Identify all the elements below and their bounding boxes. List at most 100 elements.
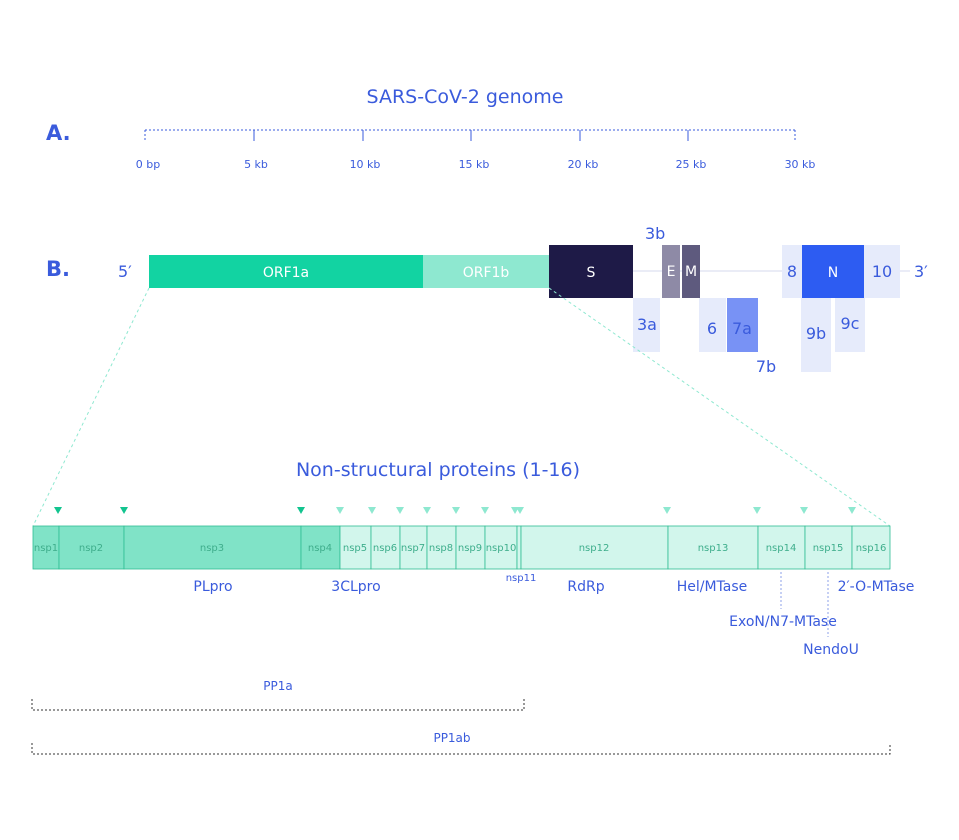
- five-prime-label: 5′: [118, 262, 132, 281]
- orf9c-block: [835, 298, 865, 352]
- cleavage-marker: [663, 507, 671, 514]
- nsp-title: Non-structural proteins (1-16): [296, 459, 580, 481]
- cleavage-marker: [516, 507, 524, 514]
- scale-tick-label: 15 kb: [459, 158, 490, 171]
- pp1a-bracket: [31, 699, 525, 711]
- cleavage-marker: [800, 507, 808, 514]
- cleavage-marker: [54, 507, 62, 514]
- m-label: M: [685, 264, 697, 280]
- scale-tick-label: 5 kb: [244, 158, 268, 171]
- nsp13-segment: [667, 525, 759, 570]
- n-label: N: [828, 265, 838, 281]
- nsp8-label: nsp8: [429, 543, 453, 554]
- orf1b-label: ORF1b: [463, 265, 510, 281]
- nsp4-label: nsp4: [308, 543, 332, 554]
- nsp3-segment: [123, 525, 302, 570]
- pp1a-label: PP1a: [263, 679, 292, 693]
- nsp2-label: nsp2: [79, 543, 103, 554]
- orf8-block: [782, 245, 802, 298]
- s-label: S: [587, 265, 596, 281]
- nsp4-segment: [300, 525, 341, 570]
- exon-n7-mtase-label: ExoN/N7-MTase: [729, 614, 837, 630]
- cleavage-marker: [120, 507, 128, 514]
- nsp16-segment: [851, 525, 891, 570]
- nsp2-segment: [58, 525, 125, 570]
- nsp12-segment: [520, 525, 669, 570]
- s-block: [549, 245, 633, 298]
- orf3b-label: 3b: [645, 224, 665, 243]
- orf1b-block: [423, 255, 549, 288]
- polyprotein-brackets: PP1a PP1ab: [31, 679, 891, 755]
- orf3a-label: 3a: [637, 315, 657, 334]
- orf10-label: 10: [872, 262, 892, 281]
- cleavage-marker: [336, 507, 344, 514]
- pp1ab-label: PP1ab: [433, 731, 470, 745]
- nendou-label: NendoU: [803, 642, 859, 658]
- scale-tick-label: 0 bp: [136, 158, 160, 171]
- rdrp-label: RdRp: [567, 579, 604, 595]
- zoom-guide-left: [32, 287, 150, 527]
- genome-title: SARS-CoV-2 genome: [367, 86, 564, 108]
- genome-scale: 0 bp 5 kb 10 kb 15 kb 20 kb 25 kb 30 kb: [136, 129, 816, 171]
- nsp-bar: nsp1 nsp2 nsp3 nsp4 nsp5 nsp6 nsp7 nsp8 …: [32, 525, 891, 584]
- cleavage-marker: [423, 507, 431, 514]
- orf1a-block: [149, 255, 423, 288]
- orf7b-label: 7b: [756, 357, 776, 376]
- n-block: [802, 245, 864, 298]
- orf9b-label: 9b: [806, 324, 826, 343]
- cleavage-marker: [368, 507, 376, 514]
- nsp6-label: nsp6: [373, 543, 397, 554]
- hel-mtase-label: Hel/MTase: [677, 579, 748, 595]
- plpro-label: PLpro: [193, 579, 232, 595]
- orf9c-label: 9c: [841, 314, 860, 333]
- nsp16-label: nsp16: [856, 543, 887, 554]
- nsp14-segment: [757, 525, 806, 570]
- cleavage-marker: [396, 507, 404, 514]
- nsp5-label: nsp5: [343, 543, 367, 554]
- nsp5-segment: [339, 525, 372, 570]
- orf10-block: [864, 245, 900, 298]
- function-labels: PLpro 3CLpro RdRp Hel/MTase ExoN/N7-MTas…: [193, 572, 914, 658]
- nsp13-label: nsp13: [698, 543, 729, 554]
- cleavage-marker: [848, 507, 856, 514]
- nsp10-label: nsp10: [486, 543, 517, 554]
- cleavage-marker: [452, 507, 460, 514]
- three-prime-label: 3′: [914, 262, 928, 281]
- nsp11-label: nsp11: [506, 573, 537, 584]
- scale-tick-label: 10 kb: [350, 158, 381, 171]
- orf7a-block: [727, 298, 758, 352]
- cleavage-marker: [297, 507, 305, 514]
- orf6-block: [699, 298, 726, 352]
- scale-tick-label: 30 kb: [785, 158, 816, 171]
- orf6-label: 6: [707, 319, 717, 338]
- orf3a-block: [633, 298, 660, 352]
- nsp9-label: nsp9: [458, 543, 482, 554]
- nsp11-segment: [516, 525, 522, 570]
- e-label: E: [667, 264, 676, 280]
- nsp7-label: nsp7: [401, 543, 425, 554]
- nsp14-label: nsp14: [766, 543, 797, 554]
- nsp3-label: nsp3: [200, 543, 224, 554]
- m-block: [682, 245, 700, 298]
- nsp8-segment: [426, 525, 457, 570]
- scale-tick-label: 25 kb: [676, 158, 707, 171]
- 2-o-mtase-label: 2′-O-MTase: [838, 579, 915, 595]
- orf7a-label: 7a: [732, 319, 752, 338]
- cleavage-marker: [481, 507, 489, 514]
- pp1ab-bracket: [31, 743, 891, 755]
- scale-tick-label: 20 kb: [568, 158, 599, 171]
- cleavage-sites: [54, 507, 856, 514]
- e-block: [662, 245, 680, 298]
- nsp12-label: nsp12: [579, 543, 610, 554]
- section-b-label: B.: [46, 257, 70, 281]
- nsp15-segment: [804, 525, 853, 570]
- nsp10-segment: [484, 525, 518, 570]
- orf1a-label: ORF1a: [263, 265, 309, 281]
- 3clpro-label: 3CLpro: [331, 579, 380, 595]
- orf8-label: 8: [787, 262, 797, 281]
- orf9b-block: [801, 298, 831, 372]
- genome-map: 5′ 3′ ORF1a ORF1b S 3b 3a E M 6 7a 7b 8 …: [118, 224, 928, 376]
- nsp1-label: nsp1: [34, 543, 58, 554]
- nsp15-label: nsp15: [813, 543, 844, 554]
